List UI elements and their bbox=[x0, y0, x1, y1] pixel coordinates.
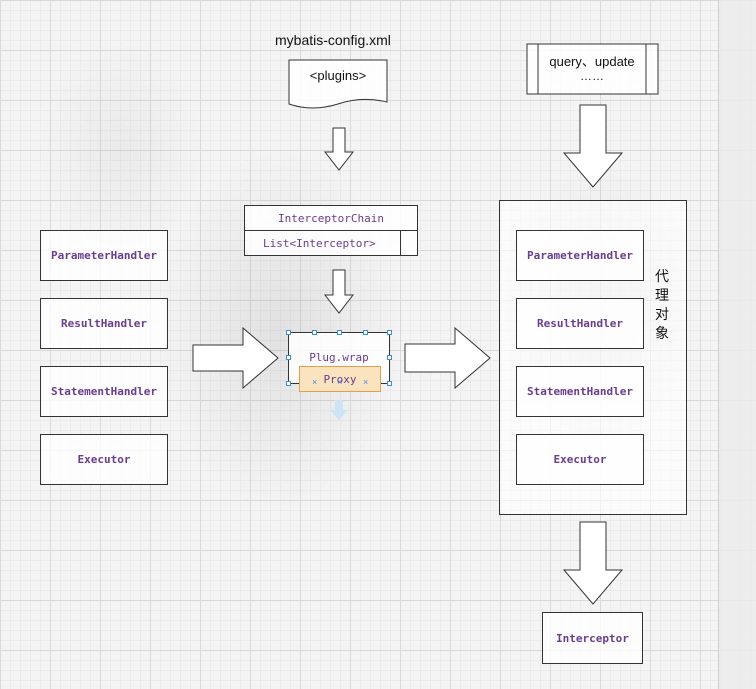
proxy-label: Proxy bbox=[323, 372, 357, 386]
proxy-handler-label: ParameterHandler bbox=[527, 249, 633, 262]
proxy-object-label: 代 理 对 象 bbox=[655, 268, 669, 344]
proxy-handler-label: Executor bbox=[553, 453, 607, 466]
plugins-tag-label: <plugins> bbox=[309, 68, 367, 83]
arrow-wrap-to-proxy-group bbox=[404, 326, 491, 390]
selection-handle[interactable] bbox=[337, 330, 342, 335]
arrow-methods-to-proxy-group bbox=[562, 104, 624, 188]
proxy-object-label-char: 理 bbox=[655, 288, 669, 304]
proxy-handler-parameter[interactable]: ParameterHandler bbox=[516, 230, 644, 281]
proxy-object-label-char: 象 bbox=[655, 326, 669, 342]
proxy-handler-statement[interactable]: StatementHandler bbox=[516, 366, 644, 417]
selection-handle[interactable] bbox=[387, 330, 392, 335]
interceptor-node[interactable]: Interceptor bbox=[542, 612, 643, 664]
left-handler-executor[interactable]: Executor bbox=[40, 434, 168, 485]
interceptor-chain-list: List<Interceptor> bbox=[244, 230, 418, 256]
connection-point-icon[interactable]: × bbox=[337, 377, 343, 387]
left-handler-label: ResultHandler bbox=[60, 317, 148, 330]
interceptor-label: Interceptor bbox=[556, 631, 629, 645]
connection-point-icon[interactable]: × bbox=[312, 377, 318, 387]
proxy-handler-result[interactable]: ResultHandler bbox=[516, 298, 644, 349]
selection-handle[interactable] bbox=[387, 381, 392, 386]
interceptor-chain-title-text: InterceptorChain bbox=[278, 211, 384, 225]
proxy-handler-label: ResultHandler bbox=[536, 317, 624, 330]
config-file-label: mybatis-config.xml bbox=[275, 32, 391, 48]
left-handler-result[interactable]: ResultHandler bbox=[40, 298, 168, 349]
selection-handle[interactable] bbox=[286, 330, 291, 335]
left-handler-parameter[interactable]: ParameterHandler bbox=[40, 230, 168, 281]
selection-handle[interactable] bbox=[286, 381, 291, 386]
canvas-edge bbox=[718, 0, 756, 689]
proxy-object-label-char: 对 bbox=[655, 307, 669, 323]
selection-handle[interactable] bbox=[363, 330, 368, 335]
selection-handle[interactable] bbox=[387, 355, 392, 360]
arrow-plugins-to-chain bbox=[323, 127, 355, 171]
arrow-handlers-to-wrap bbox=[192, 326, 279, 390]
left-handler-statement[interactable]: StatementHandler bbox=[40, 366, 168, 417]
arrow-proxy-group-to-interceptor bbox=[562, 521, 624, 605]
method-box-line2: …… bbox=[580, 69, 604, 83]
left-handler-label: StatementHandler bbox=[51, 385, 157, 398]
left-handler-label: Executor bbox=[77, 453, 131, 466]
interceptor-chain-title: InterceptorChain bbox=[244, 205, 418, 231]
plugins-document-shape bbox=[288, 59, 388, 109]
connection-point-icon[interactable]: × bbox=[363, 377, 369, 387]
ghost-arrow-below-proxy bbox=[330, 400, 348, 420]
plugin-wrap-label: Plug.wrap bbox=[309, 351, 369, 364]
interceptor-chain-divider bbox=[400, 230, 401, 256]
selection-handle[interactable] bbox=[312, 330, 317, 335]
proxy-handler-label: StatementHandler bbox=[527, 385, 633, 398]
arrow-chain-to-wrap bbox=[323, 269, 355, 314]
proxy-node[interactable]: Proxy bbox=[299, 366, 381, 392]
method-box-outline bbox=[526, 43, 659, 95]
interceptor-chain-list-text: List<Interceptor> bbox=[263, 236, 376, 250]
proxy-object-label-char: 代 bbox=[655, 269, 669, 285]
selection-handle[interactable] bbox=[286, 355, 291, 360]
proxy-handler-executor[interactable]: Executor bbox=[516, 434, 644, 485]
method-box-line1: query、update bbox=[549, 54, 635, 69]
left-handler-label: ParameterHandler bbox=[51, 249, 157, 262]
